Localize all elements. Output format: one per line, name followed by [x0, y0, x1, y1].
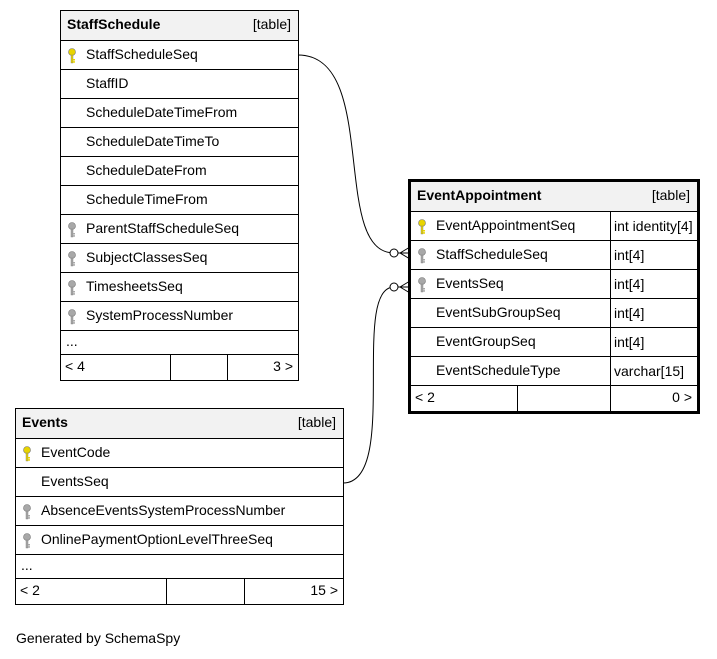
footer-divider: [227, 355, 228, 380]
column-row[interactable]: SystemProcessNumber: [61, 302, 298, 331]
column-name[interactable]: ScheduleDateTimeFrom: [86, 104, 238, 120]
foreign-key-icon: [22, 504, 32, 520]
column-row[interactable]: EventsSeq: [16, 468, 343, 497]
column-row[interactable]: EventCode: [16, 439, 343, 468]
table-name[interactable]: EventAppointment: [417, 187, 542, 203]
column-row[interactable]: StaffScheduleSeq: [61, 41, 298, 70]
table-name[interactable]: Events: [22, 414, 68, 430]
column-name[interactable]: StaffScheduleSeq: [436, 246, 548, 262]
parents-count[interactable]: < 2: [20, 582, 40, 598]
column-name[interactable]: SystemProcessNumber: [86, 307, 234, 323]
foreign-key-icon: [67, 222, 77, 238]
column-name[interactable]: StaffScheduleSeq: [86, 46, 198, 62]
column-name[interactable]: StaffID: [86, 75, 129, 91]
column-name[interactable]: EventScheduleType: [436, 362, 561, 378]
column-name[interactable]: EventCode: [41, 444, 111, 460]
generated-by-text: Generated by SchemaSpy: [16, 630, 181, 646]
column-row[interactable]: OnlinePaymentOptionLevelThreeSeq: [16, 526, 343, 555]
column-type: int[4]: [610, 328, 644, 356]
column-name[interactable]: AbsenceEventsSystemProcessNumber: [41, 502, 286, 518]
footer-divider: [170, 355, 171, 380]
column-type: int[4]: [610, 241, 644, 269]
table-eventappointment[interactable]: EventAppointment [table] EventAppointmen…: [408, 179, 700, 414]
zero-many-marker: [389, 248, 399, 258]
column-row[interactable]: TimesheetsSeq: [61, 273, 298, 302]
children-count[interactable]: 3 >: [273, 358, 293, 374]
children-count[interactable]: 15 >: [310, 582, 338, 598]
footer-divider: [517, 386, 518, 411]
foreign-key-icon: [417, 248, 427, 264]
parents-count[interactable]: < 4: [65, 358, 85, 374]
column-row[interactable]: EventGroupSeq int[4]: [411, 328, 697, 357]
column-row[interactable]: ScheduleDateTimeTo: [61, 128, 298, 157]
column-row[interactable]: EventsSeq int[4]: [411, 270, 697, 299]
table-header[interactable]: EventAppointment [table]: [411, 182, 697, 212]
column-name[interactable]: ScheduleTimeFrom: [86, 191, 208, 207]
table-kind: [table]: [297, 414, 336, 430]
column-row[interactable]: ScheduleTimeFrom: [61, 186, 298, 215]
column-row[interactable]: ParentStaffScheduleSeq: [61, 215, 298, 244]
footer-divider: [166, 579, 167, 604]
column-type: int identity[4]: [610, 212, 693, 240]
column-name[interactable]: SubjectClassesSeq: [86, 249, 208, 265]
column-row[interactable]: ScheduleDateFrom: [61, 157, 298, 186]
relationship-events-eventappointment: [342, 286, 410, 484]
column-row[interactable]: StaffID: [61, 70, 298, 99]
column-type: varchar[15]: [610, 357, 684, 385]
parents-count[interactable]: < 2: [415, 389, 435, 405]
table-footer: < 4 3 >: [61, 355, 298, 380]
column-name[interactable]: ScheduleDateTimeTo: [86, 133, 220, 149]
footer-divider: [244, 579, 245, 604]
foreign-key-icon: [67, 251, 77, 267]
table-footer: < 2 0 >: [411, 386, 697, 411]
foreign-key-icon: [417, 277, 427, 293]
more-columns: ...: [16, 555, 343, 579]
more-columns: ...: [61, 331, 298, 355]
column-row[interactable]: AbsenceEventsSystemProcessNumber: [16, 497, 343, 526]
primary-key-icon: [67, 48, 77, 64]
table-name[interactable]: StaffSchedule: [67, 16, 161, 32]
children-count[interactable]: 0 >: [672, 389, 692, 405]
column-type: int[4]: [610, 299, 644, 327]
zero-many-marker: [389, 282, 399, 292]
table-kind: [table]: [651, 187, 690, 203]
table-header[interactable]: StaffSchedule [table]: [61, 11, 298, 41]
primary-key-icon: [417, 219, 427, 235]
column-name[interactable]: EventAppointmentSeq: [436, 217, 576, 233]
column-name[interactable]: EventsSeq: [41, 473, 109, 489]
column-row[interactable]: ScheduleDateTimeFrom: [61, 99, 298, 128]
column-row[interactable]: StaffScheduleSeq int[4]: [411, 241, 697, 270]
relationship-staffschedule-eventappointment: [297, 54, 410, 254]
foreign-key-icon: [22, 533, 32, 549]
column-row[interactable]: SubjectClassesSeq: [61, 244, 298, 273]
foreign-key-icon: [67, 280, 77, 296]
column-row[interactable]: EventScheduleType varchar[15]: [411, 357, 697, 386]
footer-divider: [610, 386, 611, 411]
primary-key-icon: [22, 446, 32, 462]
table-kind: [table]: [252, 16, 291, 32]
column-name[interactable]: EventGroupSeq: [436, 333, 536, 349]
column-name[interactable]: TimesheetsSeq: [86, 278, 183, 294]
more-columns-label: ...: [66, 333, 78, 349]
table-header[interactable]: Events [table]: [16, 409, 343, 439]
foreign-key-icon: [67, 309, 77, 325]
column-name[interactable]: OnlinePaymentOptionLevelThreeSeq: [41, 531, 273, 547]
column-name[interactable]: EventSubGroupSeq: [436, 304, 561, 320]
column-row[interactable]: EventSubGroupSeq int[4]: [411, 299, 697, 328]
table-footer: < 2 15 >: [16, 579, 343, 604]
column-row[interactable]: EventAppointmentSeq int identity[4]: [411, 212, 697, 241]
column-name[interactable]: ScheduleDateFrom: [86, 162, 207, 178]
column-name[interactable]: EventsSeq: [436, 275, 504, 291]
column-type: int[4]: [610, 270, 644, 298]
more-columns-label: ...: [21, 557, 33, 573]
column-name[interactable]: ParentStaffScheduleSeq: [86, 220, 240, 236]
